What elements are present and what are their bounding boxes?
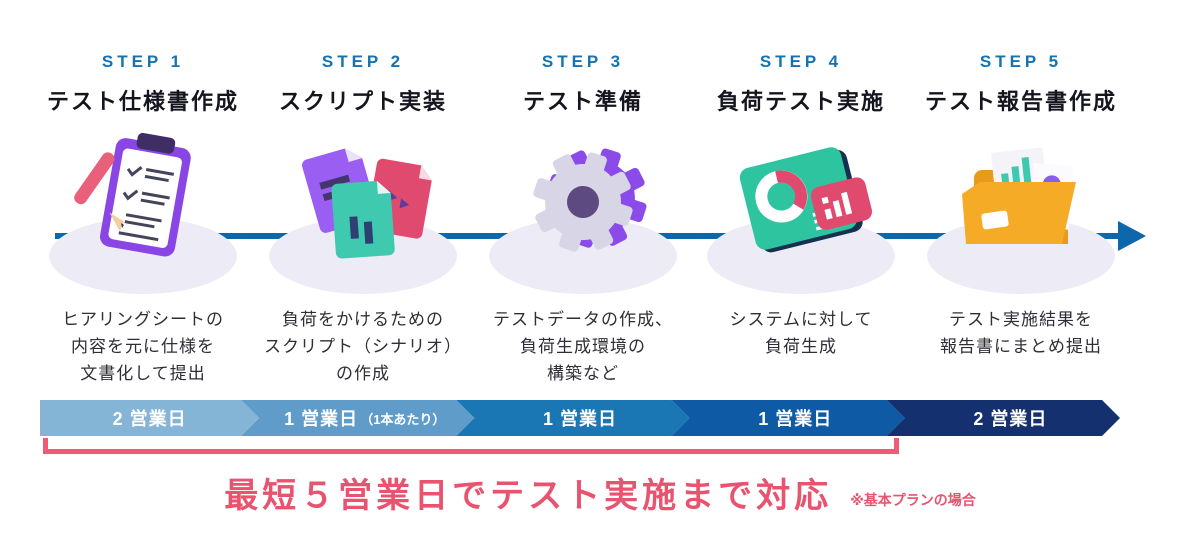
step-number: STEP 2 bbox=[321, 52, 405, 71]
step-icon-area bbox=[253, 120, 473, 298]
duration-label: 1 営業日 bbox=[284, 409, 359, 429]
dashboard-chart-icon bbox=[739, 147, 873, 253]
duration-label: 2 営業日 bbox=[973, 409, 1048, 429]
step-icon-area bbox=[473, 120, 693, 298]
step-description: 負荷をかけるための スクリプト（シナリオ） の作成 bbox=[264, 310, 462, 384]
step-icon-area bbox=[33, 120, 253, 298]
step-description: テスト実施結果を 報告書にまとめ提出 bbox=[940, 310, 1102, 357]
step-title: テスト仕様書作成 bbox=[46, 89, 239, 114]
duration-segment: 1 営業日 bbox=[456, 400, 689, 436]
step-number: STEP 3 bbox=[541, 52, 625, 71]
step-column-5: STEP 5 テスト報告書作成 bbox=[911, 52, 1131, 360]
duration-segment: 1 営業日 bbox=[672, 400, 905, 436]
summary-row: 最短５営業日でテスト実施まで対応 ※基本プランの場合 bbox=[40, 468, 1160, 517]
clipboard-pencil-icon bbox=[74, 132, 191, 257]
step-title: テスト準備 bbox=[522, 89, 643, 114]
step-icon-area bbox=[911, 120, 1131, 298]
duration-segment: 1 営業日 （1本あたり） bbox=[241, 400, 474, 436]
step-number: STEP 1 bbox=[101, 52, 185, 71]
step-description: ヒアリングシートの 内容を元に仕様を 文書化して提出 bbox=[62, 310, 224, 384]
duration-segment: 2 営業日 bbox=[40, 400, 259, 436]
duration-bar: 2 営業日 1 営業日 （1本あたり） 1 営業日 1 営業日 2 営業日 bbox=[40, 400, 1120, 436]
summary-footnote: ※基本プランの場合 bbox=[850, 492, 976, 508]
step-column-3: STEP 3 テスト準備 bbox=[473, 52, 693, 388]
five-day-bracket bbox=[43, 438, 899, 454]
timeline-arrow-icon bbox=[1118, 221, 1146, 251]
step-column-1: STEP 1 テスト仕様書作成 bbox=[33, 52, 253, 388]
step-column-2: STEP 2 スクリプト実装 bbox=[253, 52, 473, 388]
step-title: 負荷テスト実施 bbox=[716, 89, 885, 114]
duration-note: （1本あたり） bbox=[360, 411, 446, 427]
duration-label: 1 営業日 bbox=[543, 409, 618, 429]
step-title: テスト報告書作成 bbox=[924, 89, 1117, 114]
duration-label: 1 営業日 bbox=[758, 409, 833, 429]
script-files-icon bbox=[302, 148, 432, 259]
summary-headline: 最短５営業日でテスト実施まで対応 bbox=[224, 477, 833, 515]
report-folder-icon bbox=[962, 147, 1076, 244]
step-description: テストデータの作成、 負荷生成環境の 構築など bbox=[493, 310, 673, 384]
duration-segment: 2 営業日 bbox=[887, 400, 1120, 436]
step-number: STEP 4 bbox=[759, 52, 843, 71]
step-icon-area bbox=[691, 120, 911, 298]
step-title: スクリプト実装 bbox=[278, 89, 447, 114]
step-number: STEP 5 bbox=[979, 52, 1063, 71]
step-column-4: STEP 4 負荷テスト実施 bbox=[691, 52, 911, 360]
gear-icon bbox=[533, 148, 647, 252]
step-description: システムに対して 負荷生成 bbox=[729, 310, 873, 357]
duration-label: 2 営業日 bbox=[112, 409, 187, 429]
